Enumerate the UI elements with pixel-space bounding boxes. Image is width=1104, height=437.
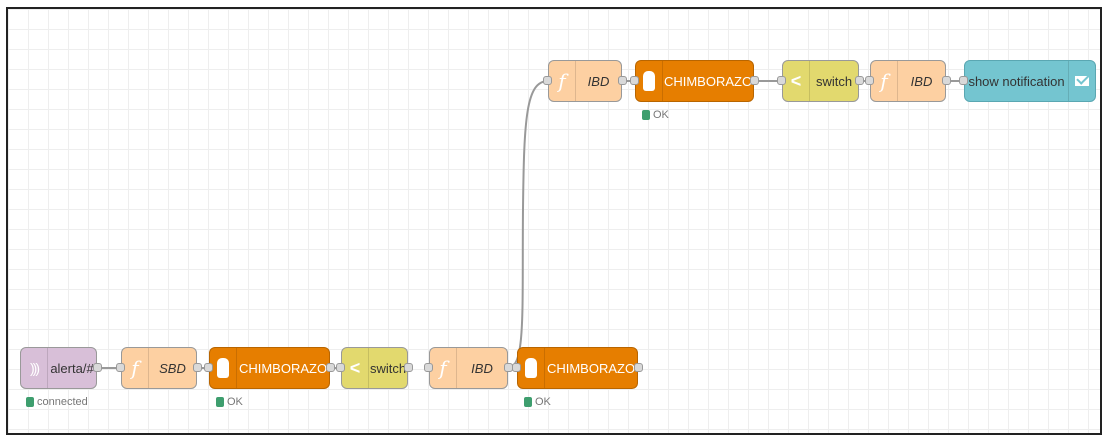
node-label: IBD [471, 360, 493, 376]
database-node-chimborazo-1[interactable]: CHIMBORAZO [204, 347, 335, 389]
node-label: CHIMBORAZO [546, 360, 636, 376]
status-text: connected [37, 396, 88, 408]
function-node-sbd[interactable]: f SBD [116, 347, 202, 389]
output-port[interactable] [193, 363, 202, 372]
switch-icon: < [783, 61, 810, 101]
function-node-ibd-top-1[interactable]: f IBD [543, 60, 627, 102]
function-node-ibd-top-2[interactable]: f IBD [865, 60, 951, 102]
status-dot [26, 397, 34, 407]
output-port[interactable] [750, 76, 759, 85]
mqtt-icon: ))) [21, 348, 48, 388]
node-label: IBD [910, 73, 933, 89]
database-node-chimborazo-top[interactable]: CHIMBORAZO [630, 60, 759, 102]
status-text: OK [227, 396, 243, 408]
input-port[interactable] [336, 363, 345, 372]
status-dot [642, 110, 650, 120]
mqtt-in-node[interactable]: ))) alerta/# [20, 347, 102, 389]
node-label: show notification [968, 73, 1065, 89]
switch-icon: < [342, 348, 369, 388]
envelope-icon [1068, 61, 1095, 101]
node-label: SBD [159, 360, 186, 376]
status-dot [216, 397, 224, 407]
input-port[interactable] [204, 363, 213, 372]
node-status: OK [216, 396, 243, 408]
node-status: OK [524, 396, 551, 408]
function-icon: f [549, 61, 576, 101]
output-port[interactable] [634, 363, 643, 372]
output-port[interactable] [618, 76, 627, 85]
status-text: OK [653, 109, 669, 121]
database-icon [210, 348, 237, 388]
switch-node-top[interactable]: < switch [777, 60, 864, 102]
output-port[interactable] [942, 76, 951, 85]
function-icon: f [871, 61, 898, 101]
input-port[interactable] [959, 76, 968, 85]
input-port[interactable] [865, 76, 874, 85]
input-port[interactable] [630, 76, 639, 85]
function-node-ibd-bottom[interactable]: f IBD [424, 347, 513, 389]
switch-node-bottom[interactable]: < switch [336, 347, 413, 389]
output-port[interactable] [855, 76, 864, 85]
database-icon [518, 348, 545, 388]
wire [507, 80, 549, 369]
output-port[interactable] [93, 363, 102, 372]
input-port[interactable] [116, 363, 125, 372]
input-port[interactable] [543, 76, 552, 85]
function-icon: f [430, 348, 457, 388]
node-label: IBD [587, 73, 610, 89]
output-port[interactable] [404, 363, 413, 372]
status-dot [524, 397, 532, 407]
node-label: switch [815, 73, 853, 89]
notification-node[interactable]: show notification [959, 60, 1096, 102]
output-port[interactable] [326, 363, 335, 372]
database-node-chimborazo-2[interactable]: CHIMBORAZO [512, 347, 643, 389]
database-icon [636, 61, 663, 101]
flow-canvas[interactable]: ))) alerta/# connected f SBD CHIMBORAZO … [6, 7, 1102, 435]
node-status: OK [642, 109, 669, 121]
function-icon: f [122, 348, 149, 388]
node-label: alerta/# [50, 360, 94, 376]
input-port[interactable] [512, 363, 521, 372]
node-status: connected [26, 396, 88, 408]
status-text: OK [535, 396, 551, 408]
input-port[interactable] [777, 76, 786, 85]
node-label: switch [369, 360, 407, 376]
input-port[interactable] [424, 363, 433, 372]
node-label: CHIMBORAZO [663, 73, 753, 89]
node-label: CHIMBORAZO [238, 360, 328, 376]
